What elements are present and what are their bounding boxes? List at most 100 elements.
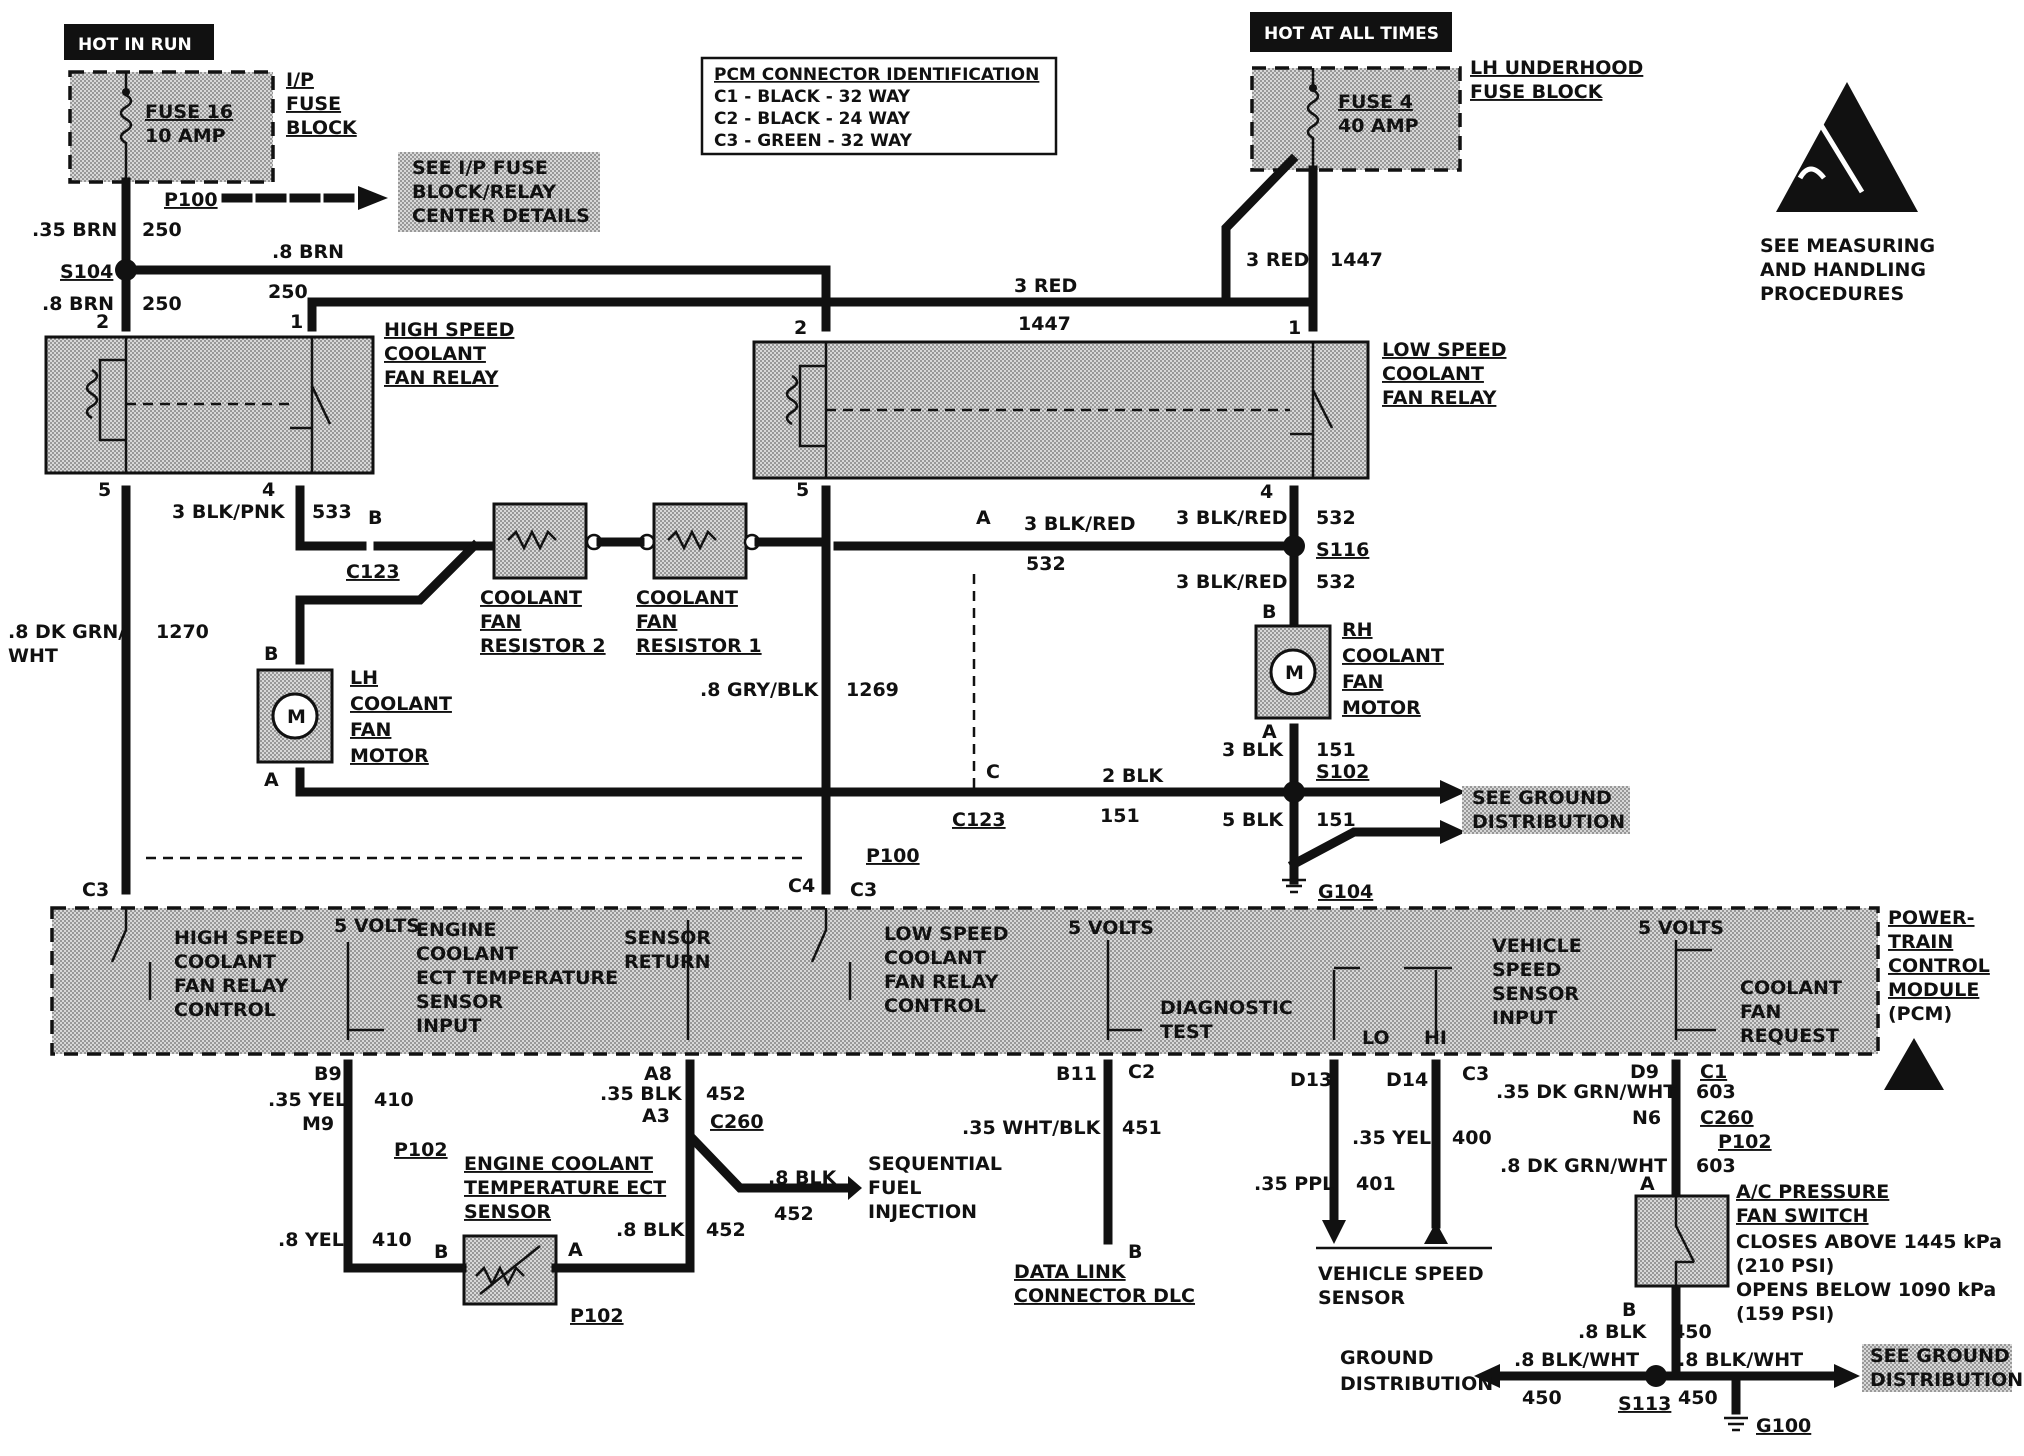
pcm-ect-3: ECT TEMPERATURE bbox=[416, 967, 618, 989]
svg-text:603: 603 bbox=[1696, 1081, 1736, 1103]
ac-label-2: FAN SWITCH bbox=[1736, 1205, 1869, 1227]
fuse-16-amp: 10 AMP bbox=[145, 125, 226, 147]
fuse-4-icon bbox=[1306, 68, 1320, 170]
rh-motor-label-3: FAN bbox=[1342, 671, 1383, 693]
svg-text:3 RED: 3 RED bbox=[1246, 249, 1309, 271]
svg-text:250: 250 bbox=[268, 281, 308, 303]
svg-text:410: 410 bbox=[374, 1089, 414, 1111]
ac-label-1: A/C PRESSURE bbox=[1736, 1181, 1889, 1203]
svg-text:P102: P102 bbox=[394, 1139, 448, 1161]
sfi-label-1: SEQUENTIAL bbox=[868, 1153, 1002, 1175]
svg-text:C3: C3 bbox=[1462, 1063, 1489, 1085]
low-speed-relay bbox=[752, 340, 1370, 480]
svg-text:B: B bbox=[1128, 1241, 1142, 1263]
ground-g104-icon bbox=[1282, 878, 1306, 894]
fuse-16-icon bbox=[119, 72, 133, 182]
svg-text:N6: N6 bbox=[1632, 1107, 1661, 1129]
svg-text:B: B bbox=[1262, 601, 1276, 623]
pcm-ect-1: ENGINE bbox=[416, 919, 496, 941]
svg-text:4: 4 bbox=[262, 479, 275, 501]
svg-text:B: B bbox=[1622, 1299, 1636, 1321]
pcm-hi: HI bbox=[1424, 1027, 1447, 1049]
svg-text:.8 DK GRN/WHT: .8 DK GRN/WHT bbox=[1500, 1155, 1667, 1177]
svg-text:C2: C2 bbox=[1128, 1061, 1155, 1083]
pcm-hs-1: HIGH SPEED bbox=[174, 927, 304, 949]
svg-text:3 BLK/RED: 3 BLK/RED bbox=[1176, 571, 1287, 593]
wire-452 bbox=[685, 1059, 853, 1193]
svg-text:D9: D9 bbox=[1630, 1061, 1659, 1083]
pcm-conn-line-1: C1 - BLACK - 32 WAY bbox=[714, 87, 911, 107]
svg-text:G100: G100 bbox=[1756, 1415, 1811, 1437]
ground-dist-2: DISTRIBUTION bbox=[1340, 1373, 1493, 1395]
fuse-16-label: FUSE 16 bbox=[145, 101, 233, 123]
coolant-fan-resistor-1 bbox=[652, 502, 748, 580]
pcm-ect-2: COOLANT bbox=[416, 943, 518, 965]
svg-text:C123: C123 bbox=[346, 561, 400, 583]
svg-text:B: B bbox=[368, 507, 382, 529]
svg-text:S116: S116 bbox=[1316, 539, 1369, 561]
svg-text:151: 151 bbox=[1316, 809, 1356, 831]
svg-text:G104: G104 bbox=[1318, 881, 1373, 903]
pcm-connector-id-box bbox=[700, 56, 1058, 156]
svg-text:.8 GRY/BLK: .8 GRY/BLK bbox=[700, 679, 820, 701]
wire-151 bbox=[295, 767, 1299, 797]
svg-text:A8: A8 bbox=[644, 1063, 672, 1085]
svg-text:D13: D13 bbox=[1290, 1069, 1332, 1091]
pcm-ls-1: LOW SPEED bbox=[884, 923, 1009, 945]
svg-text:603: 603 bbox=[1696, 1155, 1736, 1177]
svg-text:.35 WHT/BLK: .35 WHT/BLK bbox=[962, 1117, 1102, 1139]
see-ground-2-line-1: SEE GROUND bbox=[1870, 1345, 2010, 1367]
svg-text:.8 BRN: .8 BRN bbox=[42, 293, 114, 315]
svg-text:400: 400 bbox=[1452, 1127, 1492, 1149]
ip-fuse-block-label-3: BLOCK bbox=[286, 117, 358, 139]
esd-line-2: AND HANDLING bbox=[1760, 259, 1926, 281]
svg-text:.8 BRN: .8 BRN bbox=[272, 241, 344, 263]
svg-text:S104: S104 bbox=[60, 261, 113, 283]
lh-underhood-fuse-block bbox=[1250, 66, 1462, 172]
rh-motor-m: M bbox=[1285, 662, 1304, 684]
esd-warning-icon-small bbox=[1884, 1038, 1944, 1090]
svg-text:P100: P100 bbox=[866, 845, 920, 867]
lh-motor-label-2: COOLANT bbox=[350, 693, 452, 715]
pcm-sr-2: RETURN bbox=[624, 951, 711, 973]
pcm-vss-3: SENSOR bbox=[1492, 983, 1579, 1005]
resistor-2-label-2: FAN bbox=[480, 611, 521, 633]
pcm-conn-title: PCM CONNECTOR IDENTIFICATION bbox=[714, 65, 1039, 85]
svg-text:D14: D14 bbox=[1386, 1069, 1428, 1091]
wire-8-brn bbox=[121, 265, 831, 332]
wire-1447-jog bbox=[1221, 153, 1299, 307]
lh-fuse-block-label-1: LH UNDERHOOD bbox=[1470, 57, 1643, 79]
high-relay-label-2: COOLANT bbox=[384, 343, 486, 365]
splice-s116 bbox=[1283, 535, 1305, 557]
svg-text:A: A bbox=[1262, 721, 1277, 743]
ac-label-6: (159 PSI) bbox=[1736, 1303, 1834, 1325]
svg-text:A: A bbox=[1640, 1173, 1655, 1195]
wire-lh-motor-b bbox=[295, 539, 481, 665]
svg-text:.8 BLK: .8 BLK bbox=[616, 1219, 686, 1241]
ip-fuse-block-label-2: FUSE bbox=[286, 93, 341, 115]
see-ip-line-2: BLOCK/RELAY bbox=[412, 181, 556, 203]
ac-pressure-fan-switch bbox=[1634, 1194, 1730, 1288]
svg-text:1: 1 bbox=[290, 311, 303, 333]
svg-text:.35 PPL: .35 PPL bbox=[1254, 1173, 1334, 1195]
ac-label-3: CLOSES ABOVE 1445 kPa bbox=[1736, 1231, 2002, 1253]
svg-text:.35 BLK: .35 BLK bbox=[600, 1083, 683, 1105]
resistor-2-label-1: COOLANT bbox=[480, 587, 582, 609]
pcm-cfr-1: COOLANT bbox=[1740, 977, 1842, 999]
ip-fuse-block-label-1: I/P bbox=[286, 69, 314, 91]
svg-text:250: 250 bbox=[142, 219, 182, 241]
ground-g100-icon bbox=[1724, 1416, 1748, 1432]
svg-text:A: A bbox=[976, 507, 991, 529]
fuse-4-amp: 40 AMP bbox=[1338, 115, 1419, 137]
pcm-diag-2: TEST bbox=[1160, 1021, 1213, 1043]
hot-in-run-header bbox=[64, 24, 214, 60]
see-ip-line-3: CENTER DETAILS bbox=[412, 205, 590, 227]
svg-text:S113: S113 bbox=[1618, 1393, 1671, 1415]
svg-text:.8 DK GRN/: .8 DK GRN/ bbox=[8, 621, 125, 643]
pcm-hs-2: COOLANT bbox=[174, 951, 276, 973]
fuse-4-label: FUSE 4 bbox=[1338, 91, 1413, 113]
wire-410 bbox=[343, 1059, 443, 1273]
pcm-sr-1: SENSOR bbox=[624, 927, 711, 949]
